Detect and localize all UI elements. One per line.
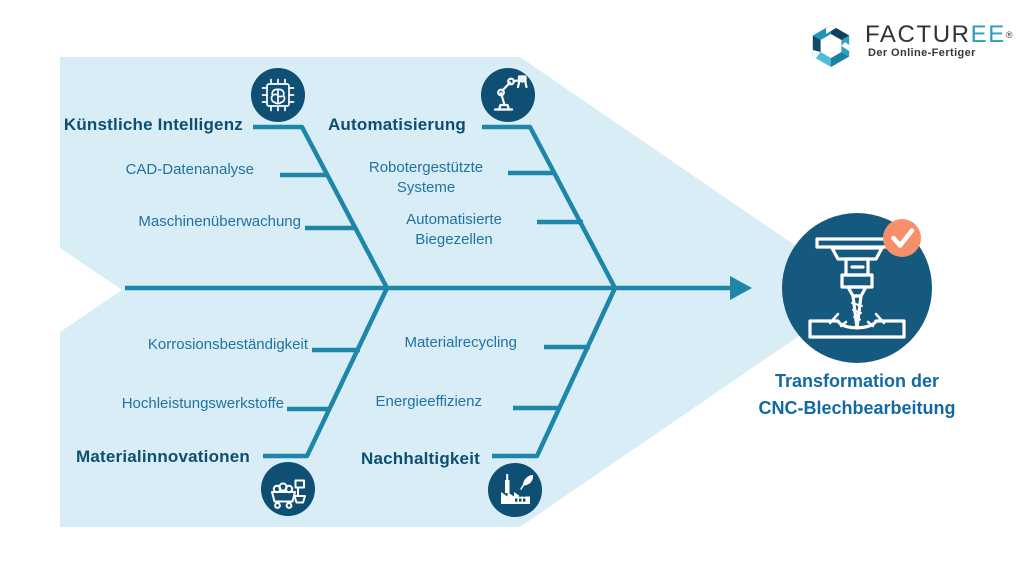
cause-panel-shape <box>60 57 863 527</box>
brand-prefix: FACTUR <box>865 21 971 48</box>
effect-title-line-2: CNC-Blechbearbeitung <box>758 398 956 418</box>
effect-title: Transformation der CNC-Blechbearbeitung <box>727 368 987 422</box>
effect-circle <box>782 213 932 363</box>
cause-item-materialrecycling: Materialrecycling <box>404 334 517 351</box>
logo-tagline: Der Online-Fertiger <box>868 47 976 59</box>
robot-arm-icon <box>481 68 535 122</box>
bone-kuenstliche-intelligenz <box>253 124 389 290</box>
cause-item-energieeffizienz: Energieeffizienz <box>375 393 482 410</box>
facturee-logo: FACTUREE® Der Online-Fertiger <box>803 21 1012 69</box>
hexagon-logo-mark-icon <box>812 25 850 67</box>
ai-chip-brain-icon <box>251 68 305 122</box>
category-label-materialinnovationen: Materialinnovationen <box>75 447 250 466</box>
green-factory-icon <box>488 463 542 517</box>
spine-arrowhead-icon <box>730 276 752 300</box>
category-label-kuenstliche-intelligenz: Künstliche Intelligenz <box>63 115 243 134</box>
brand-suffix: EE <box>970 21 1006 48</box>
category-label-automatisierung: Automatisierung <box>327 115 466 134</box>
logo-text: FACTUREE® Der Online-Fertiger <box>865 21 1012 59</box>
category-label-nachhaltigkeit: Nachhaltigkeit <box>361 449 480 468</box>
checkmark-badge-icon <box>883 219 921 257</box>
effect-title-line-1: Transformation der <box>774 371 940 391</box>
registered-mark: ® <box>1005 30 1013 40</box>
cause-item-maschinenueberwachung: Maschinenüberwachung <box>138 213 301 230</box>
cause-item-automatisierte-biegezellen: Automatisierte Biegezellen <box>406 211 502 248</box>
bone-materialinnovationen <box>263 287 390 459</box>
cause-item-korrosionsbestaendigkeit: Korrosionsbeständigkeit <box>147 336 308 353</box>
cause-item-robotergestuetzte-systeme: Robotergestützte Systeme <box>368 159 484 196</box>
cause-item-cad-datenanalyse: CAD-Datenanalyse <box>125 161 254 178</box>
cause-item-hochleistungswerkstoffe: Hochleistungswerkstoffe <box>121 395 284 412</box>
bone-automatisierung <box>482 124 617 290</box>
brand-name: FACTUREE® <box>865 21 1012 49</box>
mining-cart-icon <box>261 462 315 516</box>
cnc-drilling-machine-icon <box>808 237 906 339</box>
bone-nachhaltigkeit <box>492 287 618 459</box>
